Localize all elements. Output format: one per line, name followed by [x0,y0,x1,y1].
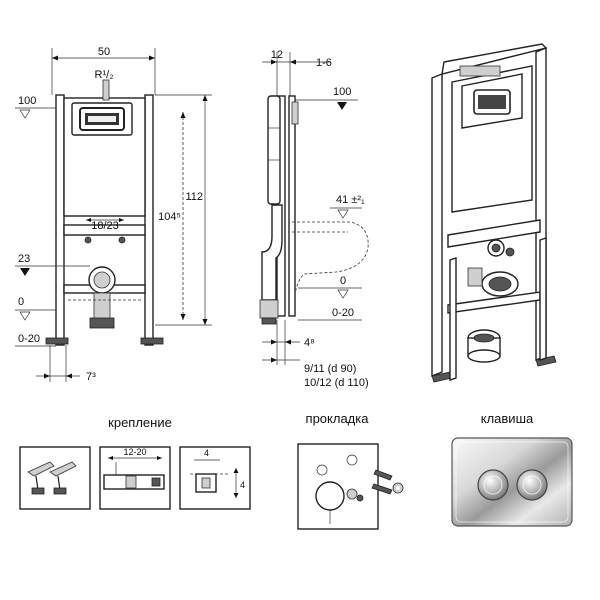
label-key: клавиша [481,411,534,426]
fixing-range-label: 12-20 [123,447,146,457]
fixing-width-label: 4 [204,448,209,458]
side-level-0: 0 [340,275,346,287]
front-width-label: 50 [98,46,110,58]
front-level-100: 100 [18,95,36,107]
front-level-0: 0 [18,296,24,308]
side-view: 12 1-6 100 41 ±²₁ 0 0-20 [259,49,369,389]
side-dim-48: 4⁸ [304,337,315,349]
front-level-range: 0-20 [18,333,40,345]
thread-label: R¹/₂ [95,69,114,81]
side-pipe-110: 10/12 (d 110) [304,377,369,389]
label-gasket: прокладка [306,411,370,426]
side-dim-12: 12 [271,49,283,61]
isometric-view [431,43,557,383]
fixing-height-label: 4 [240,480,245,490]
front-level-23: 23 [18,253,30,265]
front-height-1045: 104⁵ [158,211,181,223]
side-level-range: 0-20 [332,307,354,319]
side-level-100: 100 [333,86,351,98]
small-flush-button [477,469,509,501]
fixing-detail-3: 4 4 [179,446,251,510]
gasket-detail [297,443,404,530]
outlet-spacing-label: 18/23 [91,220,119,232]
fixing-detail-2: 12-20 [99,446,171,510]
label-fixing: крепление [108,415,172,430]
side-dim-1-6: 1-6 [316,57,332,69]
large-flush-button [516,469,548,501]
front-height-112: 112 [185,191,203,203]
front-view: 50 R¹/₂ 100 18/23 [15,46,212,383]
fixing-detail-1 [19,446,91,510]
side-pipe-90: 9/11 (d 90) [304,363,356,375]
flush-key [451,437,573,527]
front-offset-label: 7³ [86,371,96,383]
side-level-41: 41 ±²₁ [336,194,365,206]
